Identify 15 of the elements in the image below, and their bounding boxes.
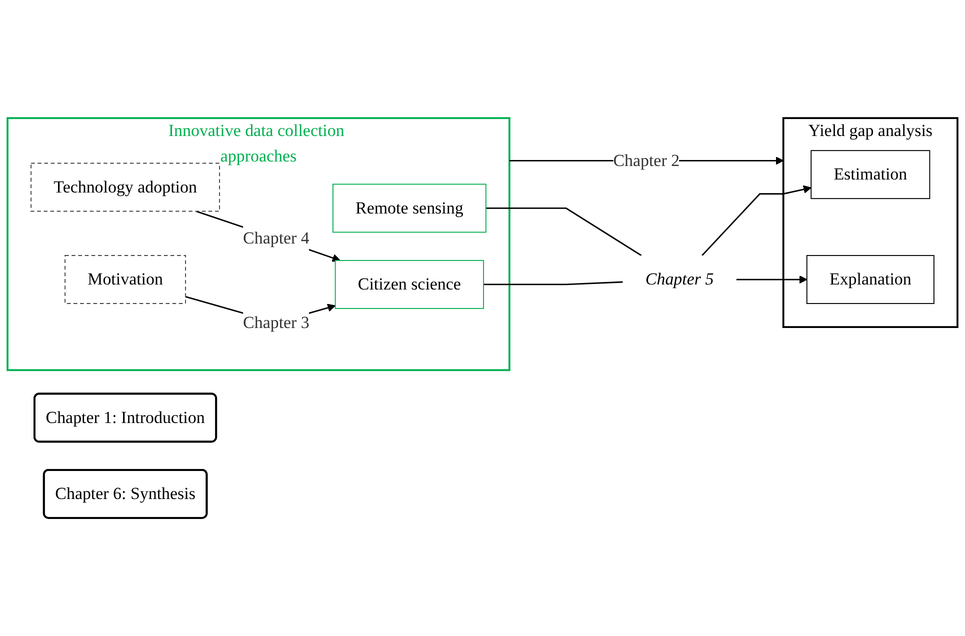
edge-label: Chapter 2: [613, 150, 680, 170]
connector: [486, 208, 642, 256]
node-box: Estimation: [810, 150, 930, 200]
node-box: Citizen science: [334, 260, 484, 309]
node-box: Remote sensing: [332, 184, 486, 233]
edge-label: Chapter 3: [243, 312, 310, 332]
node-box: Explanation: [806, 255, 934, 304]
arrow: [702, 185, 812, 256]
node-text: Chapter 5: [645, 270, 714, 288]
arrow: [736, 275, 808, 284]
arrow: [196, 210, 340, 262]
connector: [484, 281, 623, 286]
node-box: Motivation: [64, 255, 186, 304]
node-box: Technology adoption: [30, 162, 220, 212]
edge-label: Chapter 4: [243, 228, 310, 248]
